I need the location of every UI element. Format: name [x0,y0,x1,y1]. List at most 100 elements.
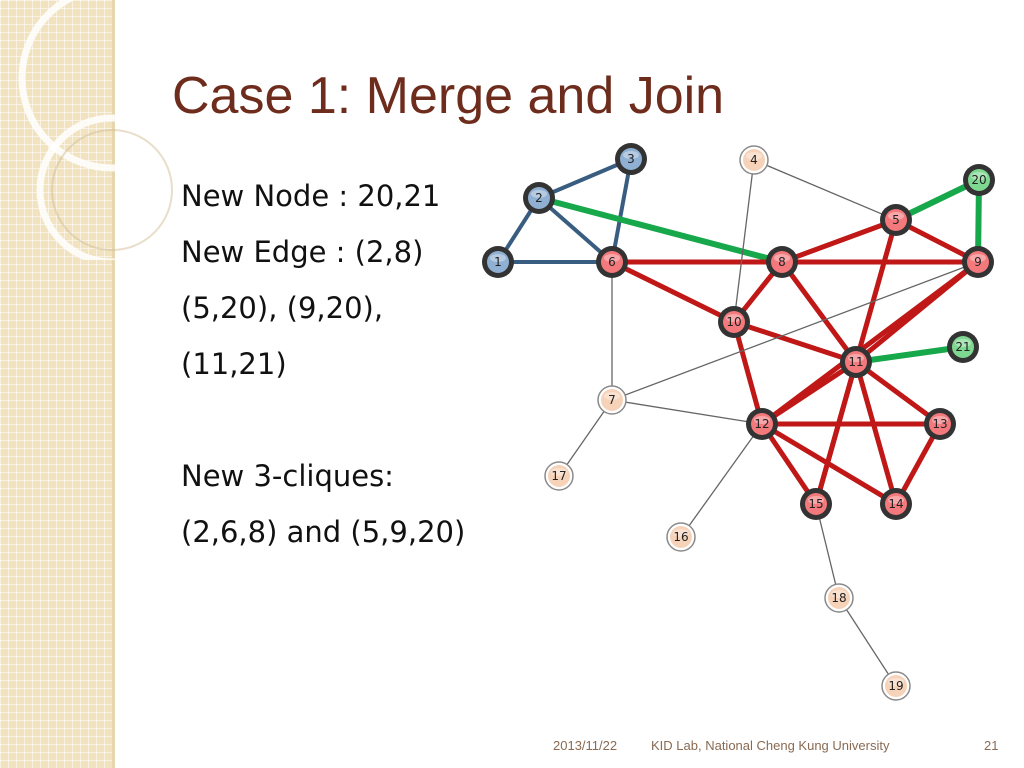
node-fill [828,587,850,609]
node-label: 17 [551,469,566,483]
node-highlight [531,190,547,198]
node-fill [967,251,989,273]
node-highlight [726,314,742,322]
edge-8-11 [779,259,859,365]
node-highlight [888,212,904,220]
node-label: 19 [888,679,903,693]
node-label: 20 [971,173,986,187]
node-label: 16 [673,530,688,544]
node-11: 11 [840,346,872,378]
node-highlight [932,416,948,424]
node-highlight [808,496,824,504]
node-label: 5 [892,213,900,227]
node-highlight [970,254,986,262]
graph-edges [496,157,982,687]
node-label: 12 [754,417,769,431]
node-highlight [848,354,864,362]
node-fill [528,187,550,209]
body-line: (2,6,8) and (5,9,20) [181,515,466,549]
node-8: 8 [766,246,798,278]
node-label: 9 [974,255,982,269]
node-highlight [623,151,639,159]
slide-body: New Node : 20,21 New Edge : (2,8) (5,20)… [181,168,481,560]
node-fill [845,351,867,373]
node-13: 13 [924,408,956,440]
node-fill [771,251,793,273]
node-fill [487,251,509,273]
node-15: 15 [800,488,832,520]
node-highlight [604,254,620,262]
node-fill [743,149,765,171]
edge-9-12 [759,259,981,427]
node-fill [968,169,990,191]
node-fill [751,413,773,435]
node-fill [620,148,642,170]
body-line: New Edge : (2,8) [181,235,424,269]
node-fill [805,493,827,515]
node-highlight [754,416,770,424]
edge-7-17 [558,399,613,477]
decorative-ring-small [36,114,188,260]
node-label: 1 [494,255,502,269]
node-highlight [888,496,904,504]
body-line: (5,20), (9,20), [181,291,384,325]
side-strip-border [112,0,115,768]
edge-12-15 [759,421,819,507]
footer-page-number: 21 [984,738,999,753]
node-1: 1 [482,246,514,278]
node-3: 3 [615,143,647,175]
edge-10-11 [731,319,859,365]
node-label: 13 [932,417,947,431]
edge-2-8 [536,195,785,265]
footer-organization: KID Lab, National Cheng Kung University [651,738,890,753]
node-17: 17 [544,461,574,491]
node-highlight [551,468,567,476]
edge-4-10 [733,159,755,323]
edge-10-12 [731,319,765,427]
node-2: 2 [523,182,555,214]
node-fill [929,413,951,435]
node-fill [885,675,907,697]
node-label: 15 [808,497,823,511]
node-fill [601,389,623,411]
node-label: 6 [608,255,616,269]
node-highlight [955,339,971,347]
node-9: 9 [962,246,994,278]
edge-15-18 [815,503,840,599]
edge-11-21 [853,344,966,365]
node-label: 7 [608,393,616,407]
node-fill [601,251,623,273]
edge-3-6 [610,157,633,264]
footer-date: 2013/11/22 [553,738,618,753]
node-label: 2 [535,191,543,205]
edge-12-16 [680,423,763,538]
edge-11-14 [853,359,899,507]
body-line: New 3-cliques: [181,459,394,493]
slide-title: Case 1: Merge and Join [172,67,725,125]
node-highlight [673,529,689,537]
node-6: 6 [596,246,628,278]
edge-8-5 [779,217,899,265]
node-16: 16 [666,522,696,552]
node-10: 10 [718,306,750,338]
node-fill [548,465,570,487]
edge-2-3 [537,157,633,200]
node-highlight [888,678,904,686]
node-label: 21 [955,340,970,354]
edge-11-12 [759,359,859,427]
decorative-ring-inner [51,129,173,251]
node-4: 4 [739,145,769,175]
body-line: (11,21) [181,347,287,381]
edge-6-10 [609,259,737,325]
edge-11-13 [853,359,943,427]
node-fill [670,526,692,548]
node-highlight [774,254,790,262]
edge-2-6 [537,196,614,264]
edge-11-15 [813,359,859,507]
edge-4-5 [753,159,897,221]
node-highlight [746,152,762,160]
edge-7-9 [611,261,979,401]
edge-12-14 [759,421,899,507]
